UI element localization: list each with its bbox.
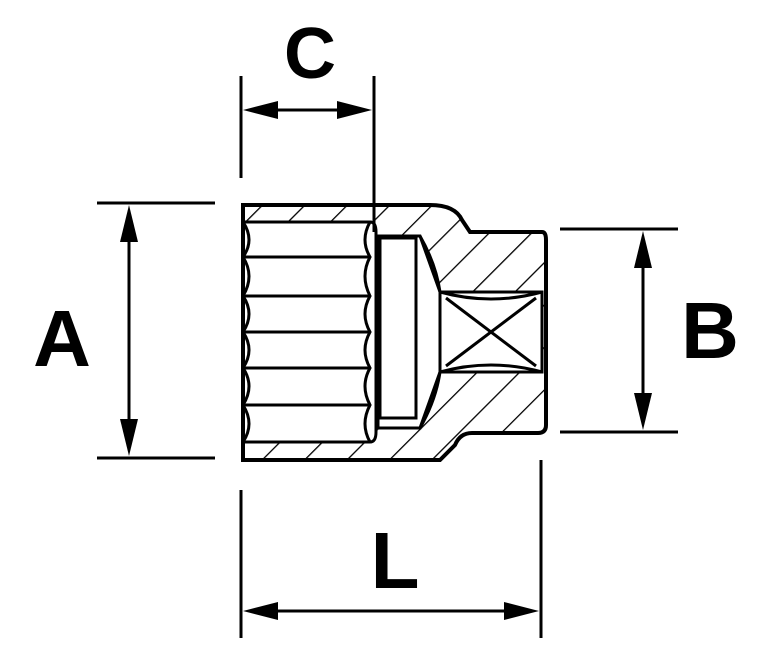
socket-outline (241, 203, 548, 462)
dimension-b (560, 227, 678, 434)
dimension-c (239, 76, 376, 232)
l-arrow-right (504, 602, 539, 620)
l-arrow-left (243, 602, 278, 620)
label-l: L (371, 516, 420, 605)
c-arrow-left (243, 101, 278, 119)
c-arrow-right (337, 101, 372, 119)
b-arrow-top (634, 231, 652, 268)
dimension-a (97, 201, 215, 460)
b-arrow-bottom (634, 393, 652, 430)
label-a: A (33, 294, 91, 383)
drive-cross (418, 235, 543, 429)
label-b: B (681, 286, 739, 375)
label-c: C (284, 14, 336, 94)
groove-plate (378, 236, 418, 420)
dimension-l (239, 460, 543, 638)
a-arrow-top (120, 205, 138, 242)
a-arrow-bottom (120, 419, 138, 456)
